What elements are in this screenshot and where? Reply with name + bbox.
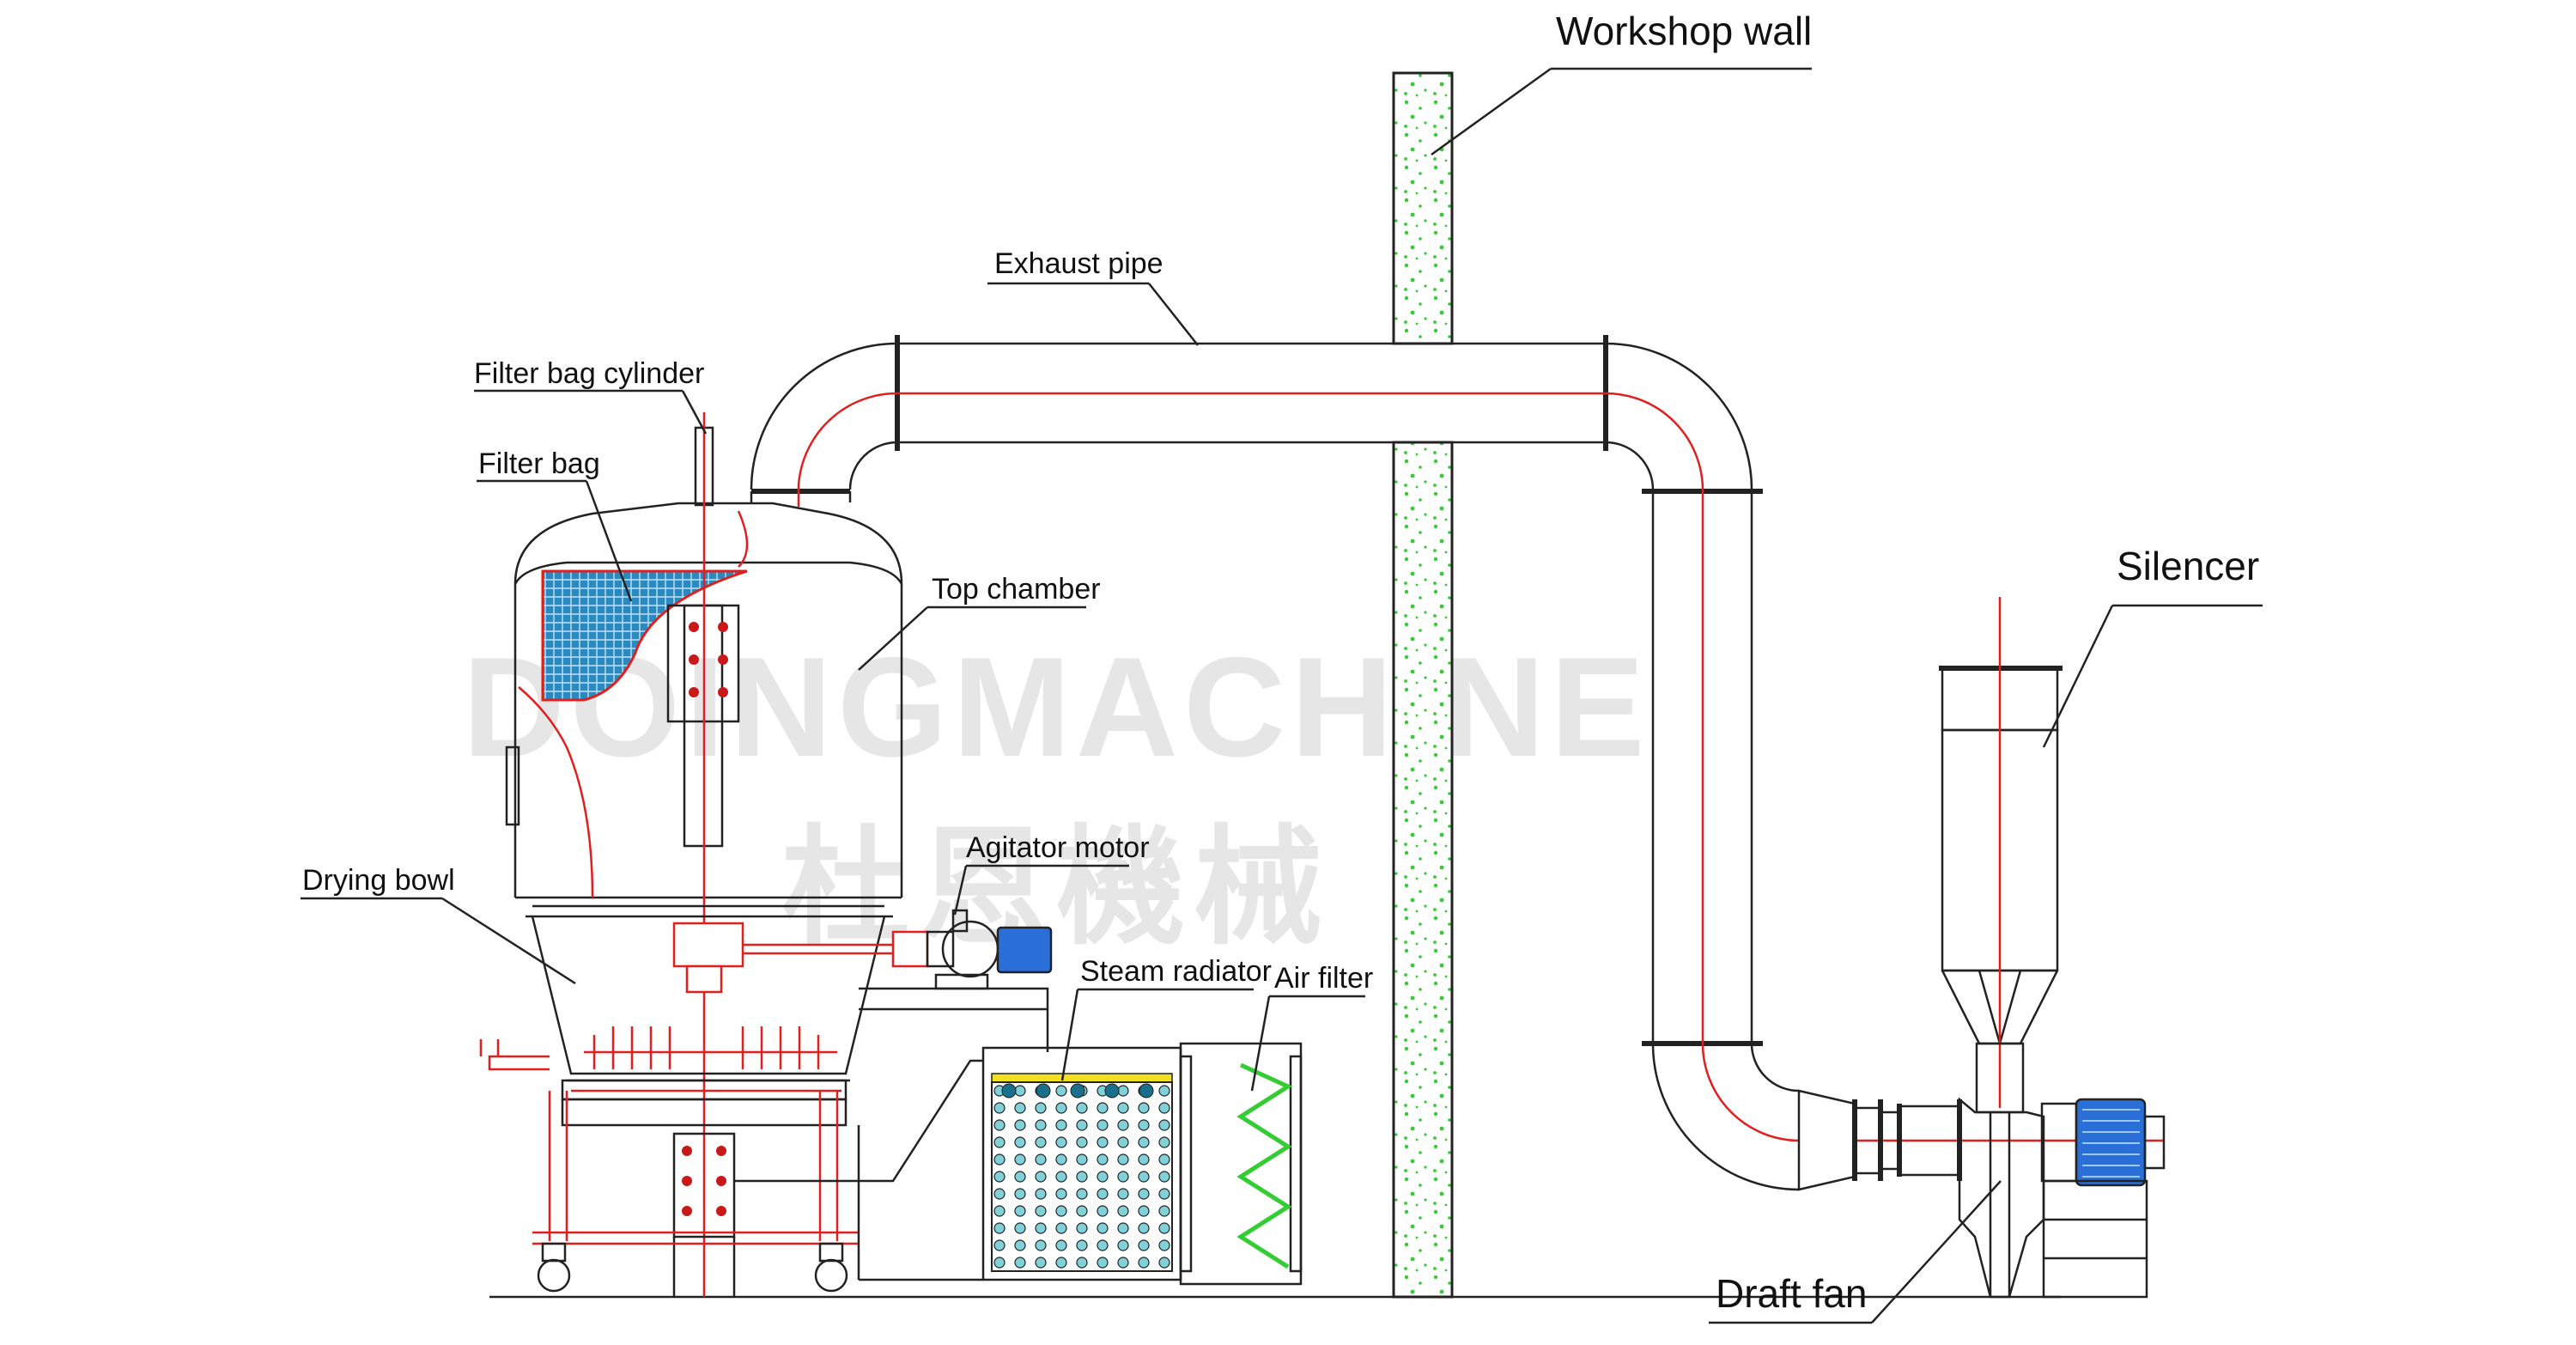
label-silencer: Silencer: [2117, 544, 2259, 588]
watermark-latin: DOINGMACHINE: [463, 628, 1650, 786]
air-filter: [1179, 1042, 1303, 1286]
label-top-chamber: Top chamber: [932, 573, 1101, 606]
label-draft-fan: Draft fan: [1716, 1271, 1867, 1316]
steam-radiator: [981, 1046, 1182, 1281]
watermark: DOINGMACHINE 杜恩機械: [463, 628, 1650, 959]
label-exhaust-pipe: Exhaust pipe: [994, 247, 1163, 280]
label-steam-radiator: Steam radiator: [1080, 955, 1272, 988]
label-filter-bag-cylinder: Filter bag cylinder: [474, 357, 704, 390]
draft-fan: [1958, 1042, 2166, 1299]
workshop-wall: [1392, 71, 1454, 1299]
label-air-filter: Air filter: [1274, 962, 1373, 995]
leader-lines: [301, 67, 2263, 1324]
filter-bag-shape: [541, 569, 748, 702]
label-agitator-motor: Agitator motor: [966, 831, 1150, 864]
agitator-motor: [859, 909, 1053, 1022]
exhaust-pipe: [750, 335, 2164, 1191]
silencer: [1939, 597, 2063, 1108]
label-filter-bag: Filter bag: [478, 447, 600, 480]
label-drying-bowl: Drying bowl: [302, 864, 455, 897]
label-workshop-wall: Workshop wall: [1556, 9, 1812, 53]
top-chamber: [505, 412, 903, 1297]
support-frame: [479, 1022, 1049, 1297]
